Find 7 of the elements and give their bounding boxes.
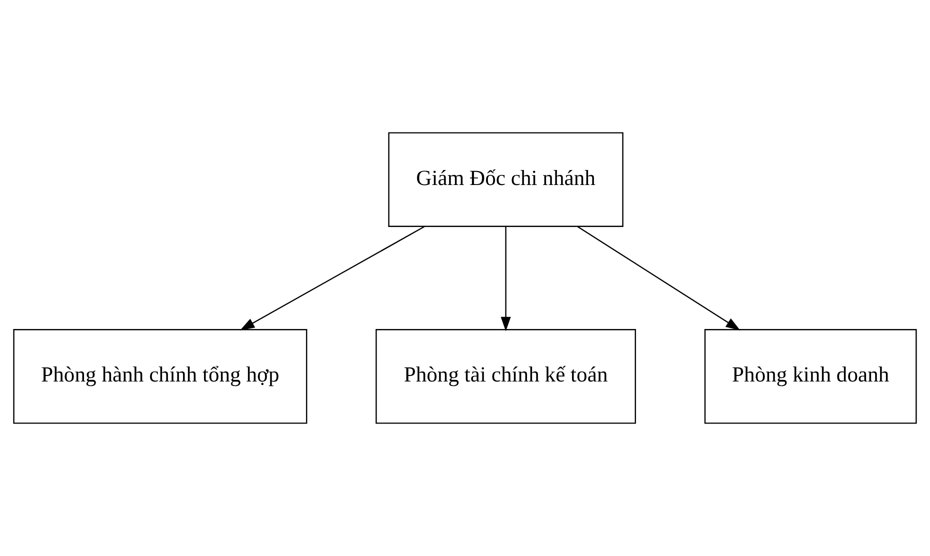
node-box: Giám Đốc chi nhánh <box>388 132 624 227</box>
node-box: Phòng hành chính tổng hợp <box>13 329 308 424</box>
node-box: Phòng tài chính kế toán <box>376 329 636 424</box>
arrow <box>240 226 425 330</box>
arrow <box>500 226 511 332</box>
node-box: Phòng kinh doanh <box>704 329 917 424</box>
arrow <box>577 226 740 330</box>
